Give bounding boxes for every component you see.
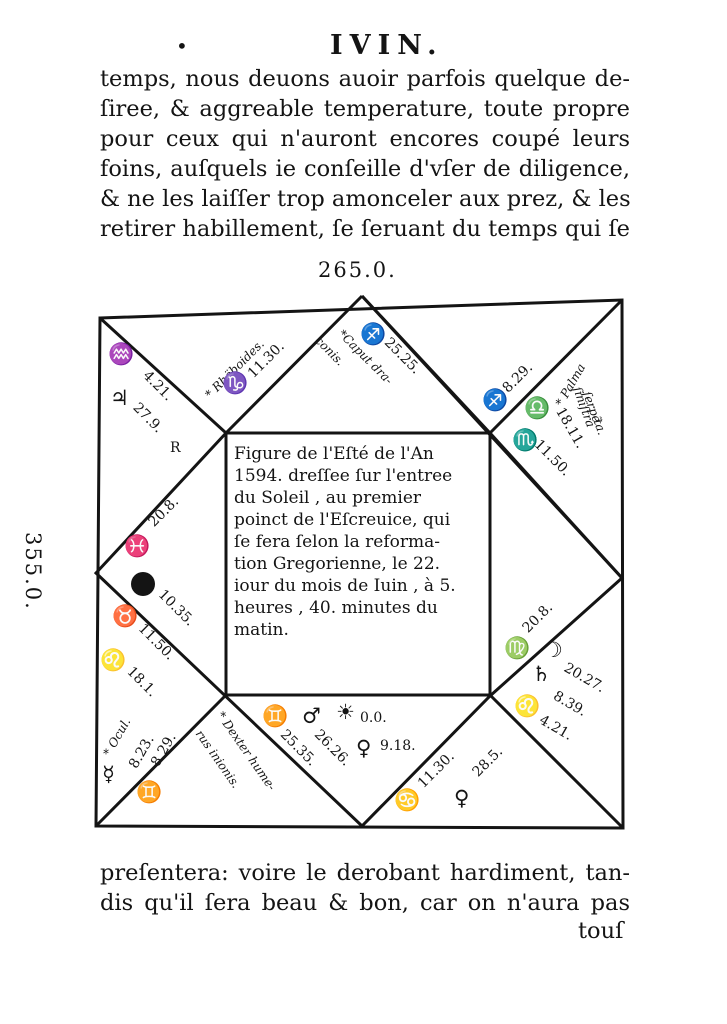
text-line: pour ceux qui n'auront encores coupé leu…	[100, 126, 630, 152]
house-left-lower-sign2-icon: ♌	[100, 648, 127, 672]
house-right-lower-planet-icon: ☽	[544, 638, 563, 662]
house-right-lower-planet3-icon: ♌	[514, 694, 541, 718]
catchword: touſ	[578, 918, 624, 944]
caption-line: iour du mois de Iuin , à 5.	[234, 576, 456, 596]
house-bottom-middle-venus-icon: ♀	[356, 736, 372, 760]
text-line: & ne les laiſſer trop amonceler aux prez…	[100, 186, 631, 212]
text-line: temps, nous deuons auoir parfois quelque…	[100, 66, 630, 92]
caption-line: du Soleil , au premier	[234, 488, 421, 508]
caption-line: 1594. dreſſee ſur l'entree	[234, 466, 453, 486]
caption-line: poinct de l'Eſcreuice, qui	[234, 510, 451, 530]
house-left-lower-sign-icon: ♉	[112, 604, 139, 628]
house-bottom-middle-sun-icon: ☀	[336, 700, 355, 724]
house-bottom-left-planet-icon: ☿	[102, 762, 115, 786]
caption-line: tion Gregorienne, le 22.	[234, 554, 441, 574]
degree-top-label: 265.0.	[318, 258, 397, 282]
house-top-middle-sign-icon: ♐	[360, 322, 387, 346]
diamond-line	[360, 294, 492, 435]
top-paragraph: temps, nous deuons auoir parfois quelque…	[100, 64, 631, 244]
page-header: • IVIN.	[0, 30, 727, 70]
text-line: foins, auſquels ie conſeille d'vſer de d…	[100, 156, 630, 182]
house-right-middle-sign-icon: ♍	[504, 636, 531, 660]
caption-line: ſe fera ſelon la reforma-	[234, 532, 440, 552]
corner-line	[98, 316, 228, 435]
header-ornament: •	[176, 34, 188, 58]
text-line: retirer habillement, ſe ſeruant du temps…	[100, 216, 630, 242]
figure-caption-box: Figure de l'Eſté de l'An 1594. dreſſee ſ…	[226, 433, 490, 695]
house-top-left-sign-icon: ♑	[222, 371, 249, 395]
house-top-right-planet-icon: ♎	[524, 396, 551, 420]
text-line: dis qu'il ſera beau & bon, car on n'aura…	[100, 890, 630, 916]
text-line: ſiree, & aggreable temperature, toute pr…	[100, 96, 630, 122]
diamond-line	[488, 431, 624, 580]
corner-line	[488, 298, 624, 435]
house-left-upper-planet-icon: ♃	[110, 386, 129, 410]
house-top-right-sign2-icon: ♏	[512, 428, 539, 452]
text-line: preſentera: voire le derobant hardiment,…	[100, 860, 630, 886]
caption-line: Figure de l'Eſté de l'An	[234, 444, 434, 464]
house-bottom-middle-left-sign-icon: ♊	[262, 704, 289, 728]
running-title: IVIN.	[330, 30, 444, 61]
moon-disc	[131, 572, 155, 596]
house-bottom-left-sign-icon: ♊	[136, 780, 163, 804]
house-left-upper-sign-icon: ♒	[108, 342, 135, 366]
corner-line	[488, 693, 625, 830]
house-bottom-right-sign-icon: ♋	[394, 788, 421, 812]
bottom-paragraph: preſentera: voire le derobant hardiment,…	[100, 858, 630, 918]
house-left-middle-sign-icon: ♓	[124, 534, 151, 558]
house-bottom-middle-mars-icon: ♂	[302, 704, 321, 728]
house-bottom-right-planet-icon: ♀	[454, 786, 470, 810]
caption-line: heures , 40. minutes du	[234, 598, 438, 618]
house-left-upper-retro: R	[170, 440, 181, 456]
house-right-lower-planet2-icon: ♄	[532, 662, 551, 686]
caption-line: matin.	[234, 620, 289, 640]
house-bottom-middle-venus-value: 9.18.	[380, 738, 416, 754]
house-bottom-middle-sun-value: 0.0.	[360, 710, 387, 726]
house-top-right-sign-icon: ♐	[482, 388, 509, 412]
corner-line	[94, 693, 228, 828]
figure-caption: Figure de l'Eſté de l'An 1594. dreſſee ſ…	[234, 443, 484, 641]
